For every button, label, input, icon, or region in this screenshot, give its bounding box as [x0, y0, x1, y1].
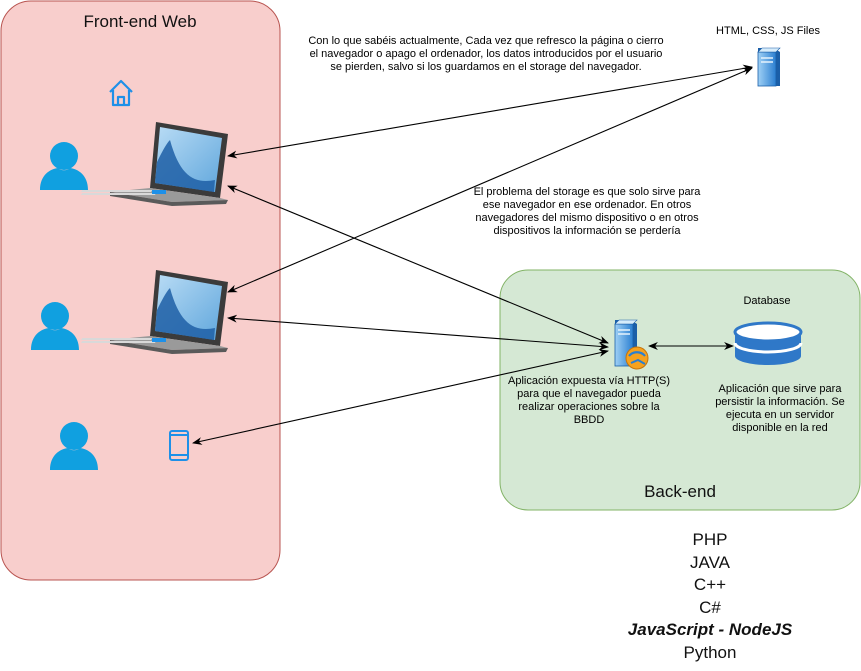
- language-item: PHP: [692, 530, 728, 549]
- database-label: Database: [743, 295, 791, 307]
- connector-arrows: [192, 64, 753, 445]
- user-icon: [31, 302, 79, 350]
- front-end-title: Front-end Web: [83, 12, 197, 31]
- note-storage-problem: El problema del storage es que solo sirv…: [473, 186, 701, 237]
- back-end-title: Back-end: [644, 482, 716, 501]
- smartphone-icon: [169, 430, 189, 461]
- home-icon: [109, 79, 133, 107]
- arrow-laptop2-app: [227, 314, 609, 351]
- web-server-icon: [614, 319, 649, 370]
- language-item: C++: [693, 575, 727, 594]
- server-icon: [757, 47, 781, 87]
- laptop-icon: [80, 122, 228, 206]
- user-icon: [40, 142, 88, 190]
- note-db-app: Aplicación que sirve para persistir la i…: [715, 383, 845, 434]
- user-icon: [50, 422, 98, 470]
- database-icon: [733, 321, 803, 365]
- languages-list: PHP JAVA C++ C# JavaScript - NodeJS Pyth…: [590, 529, 830, 664]
- front-end-container: [0, 0, 281, 581]
- language-item-highlighted: JavaScript - NodeJS: [627, 620, 793, 639]
- language-item: C#: [699, 597, 721, 617]
- arrow-laptop1-files: [227, 64, 753, 159]
- server-files-label: HTML, CSS, JS Files: [716, 25, 820, 37]
- arrow-laptop2-files: [227, 67, 753, 293]
- arrow-phone-app: [192, 349, 609, 445]
- language-item: JAVA: [690, 552, 730, 572]
- note-app-server: Aplicación expuesta vía HTTP(S) para que…: [508, 375, 671, 426]
- laptop-icon: [80, 270, 228, 354]
- language-item: Python: [683, 642, 737, 662]
- note-storage-reset: Con lo que sabéis actualmente, Cada vez …: [308, 35, 664, 73]
